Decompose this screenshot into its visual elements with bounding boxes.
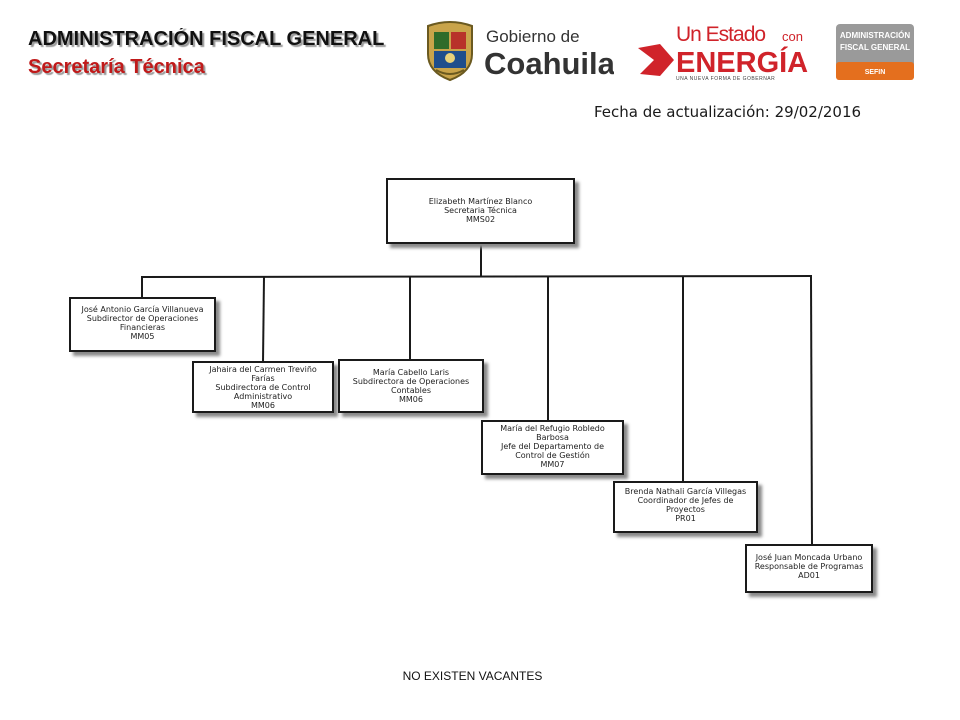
energia-logo-line2: ENERGÍA — [676, 45, 808, 79]
energia-logo-con: con — [782, 29, 803, 44]
header-title: ADMINISTRACIÓN FISCAL GENERAL — [28, 28, 385, 50]
gobierno-logo-line1: Gobierno de — [486, 27, 580, 46]
org-node-title: Subdirectora de Control Administrativo — [215, 383, 311, 401]
org-node-code: MMS02 — [465, 215, 496, 224]
org-node-code: PR01 — [675, 514, 696, 523]
afg-logo-line2: FISCAL GENERAL — [840, 43, 910, 52]
energia-logo-mark — [638, 44, 674, 76]
org-node-title: Jefe del Departamento de Control de Gest… — [500, 442, 605, 460]
org-node-child: José Antonio García Villanueva Subdirect… — [69, 297, 216, 352]
org-node-name: María Cabello Laris — [372, 368, 450, 377]
org-node-child: María Cabello Laris Subdirectora de Oper… — [338, 359, 484, 413]
org-node-title: Coordinador de Jefes de Proyectos — [637, 496, 734, 514]
org-node-name: José Juan Moncada Urbano — [755, 553, 863, 562]
connector-child-6 — [810, 276, 813, 546]
gobierno-logo-line2: Coahuila — [484, 46, 614, 80]
afg-logo-line3: SEFIN — [865, 69, 886, 76]
update-date: Fecha de actualización: 29/02/2016 — [594, 103, 862, 121]
afg-logo-line1: ADMINISTRACIÓN — [840, 31, 910, 40]
org-node-child: José Juan Moncada Urbano Responsable de … — [745, 544, 873, 593]
gobierno-coahuila-logo: Gobierno de Coahuila — [484, 27, 614, 80]
org-node-root: Elizabeth Martínez Blanco Secretaria Téc… — [386, 178, 575, 244]
energia-logo-line1: Un Estado — [676, 23, 765, 46]
connector-horizontal-bus — [140, 275, 813, 278]
org-node-name: José Antonio García Villanueva — [81, 305, 204, 314]
org-node-name: Jahaira del Carmen Treviño Farías — [209, 365, 317, 383]
estado-con-energia-logo: Un Estado con ENERGÍA UNA NUEVA FORMA DE… — [638, 23, 808, 82]
header-subtitle: Secretaría Técnica — [28, 56, 205, 78]
footer-note: NO EXISTEN VACANTES — [402, 669, 543, 683]
org-node-title: Responsable de Programas — [754, 562, 864, 571]
org-node-code: MM05 — [130, 332, 155, 341]
org-node-code: MM07 — [540, 460, 565, 469]
connector-child-2 — [262, 276, 265, 363]
org-node-name: María del Refugio Robledo Barbosa — [500, 424, 605, 442]
org-node-title: Subdirector de Operaciones Financieras — [86, 314, 199, 332]
coat-of-arms-logo — [427, 21, 473, 82]
org-node-code: AD01 — [798, 571, 820, 580]
org-node-child: María del Refugio Robledo Barbosa Jefe d… — [481, 420, 624, 475]
org-node-child: Brenda Nathali García Villegas Coordinad… — [613, 481, 758, 533]
org-node-title: Secretaria Técnica — [444, 206, 517, 215]
org-node-name: Brenda Nathali García Villegas — [624, 487, 747, 496]
org-node-title: Subdirectora de Operaciones Contables — [352, 377, 470, 395]
org-node-code: MM06 — [251, 401, 275, 410]
org-node-name: Elizabeth Martínez Blanco — [428, 197, 533, 206]
org-node-child: Jahaira del Carmen Treviño Farías Subdir… — [192, 361, 334, 413]
org-node-code: MM06 — [399, 395, 423, 404]
afg-sefin-logo: ADMINISTRACIÓN FISCAL GENERAL SEFIN — [836, 24, 914, 80]
energia-logo-tagline: UNA NUEVA FORMA DE GOBERNAR — [676, 76, 775, 82]
